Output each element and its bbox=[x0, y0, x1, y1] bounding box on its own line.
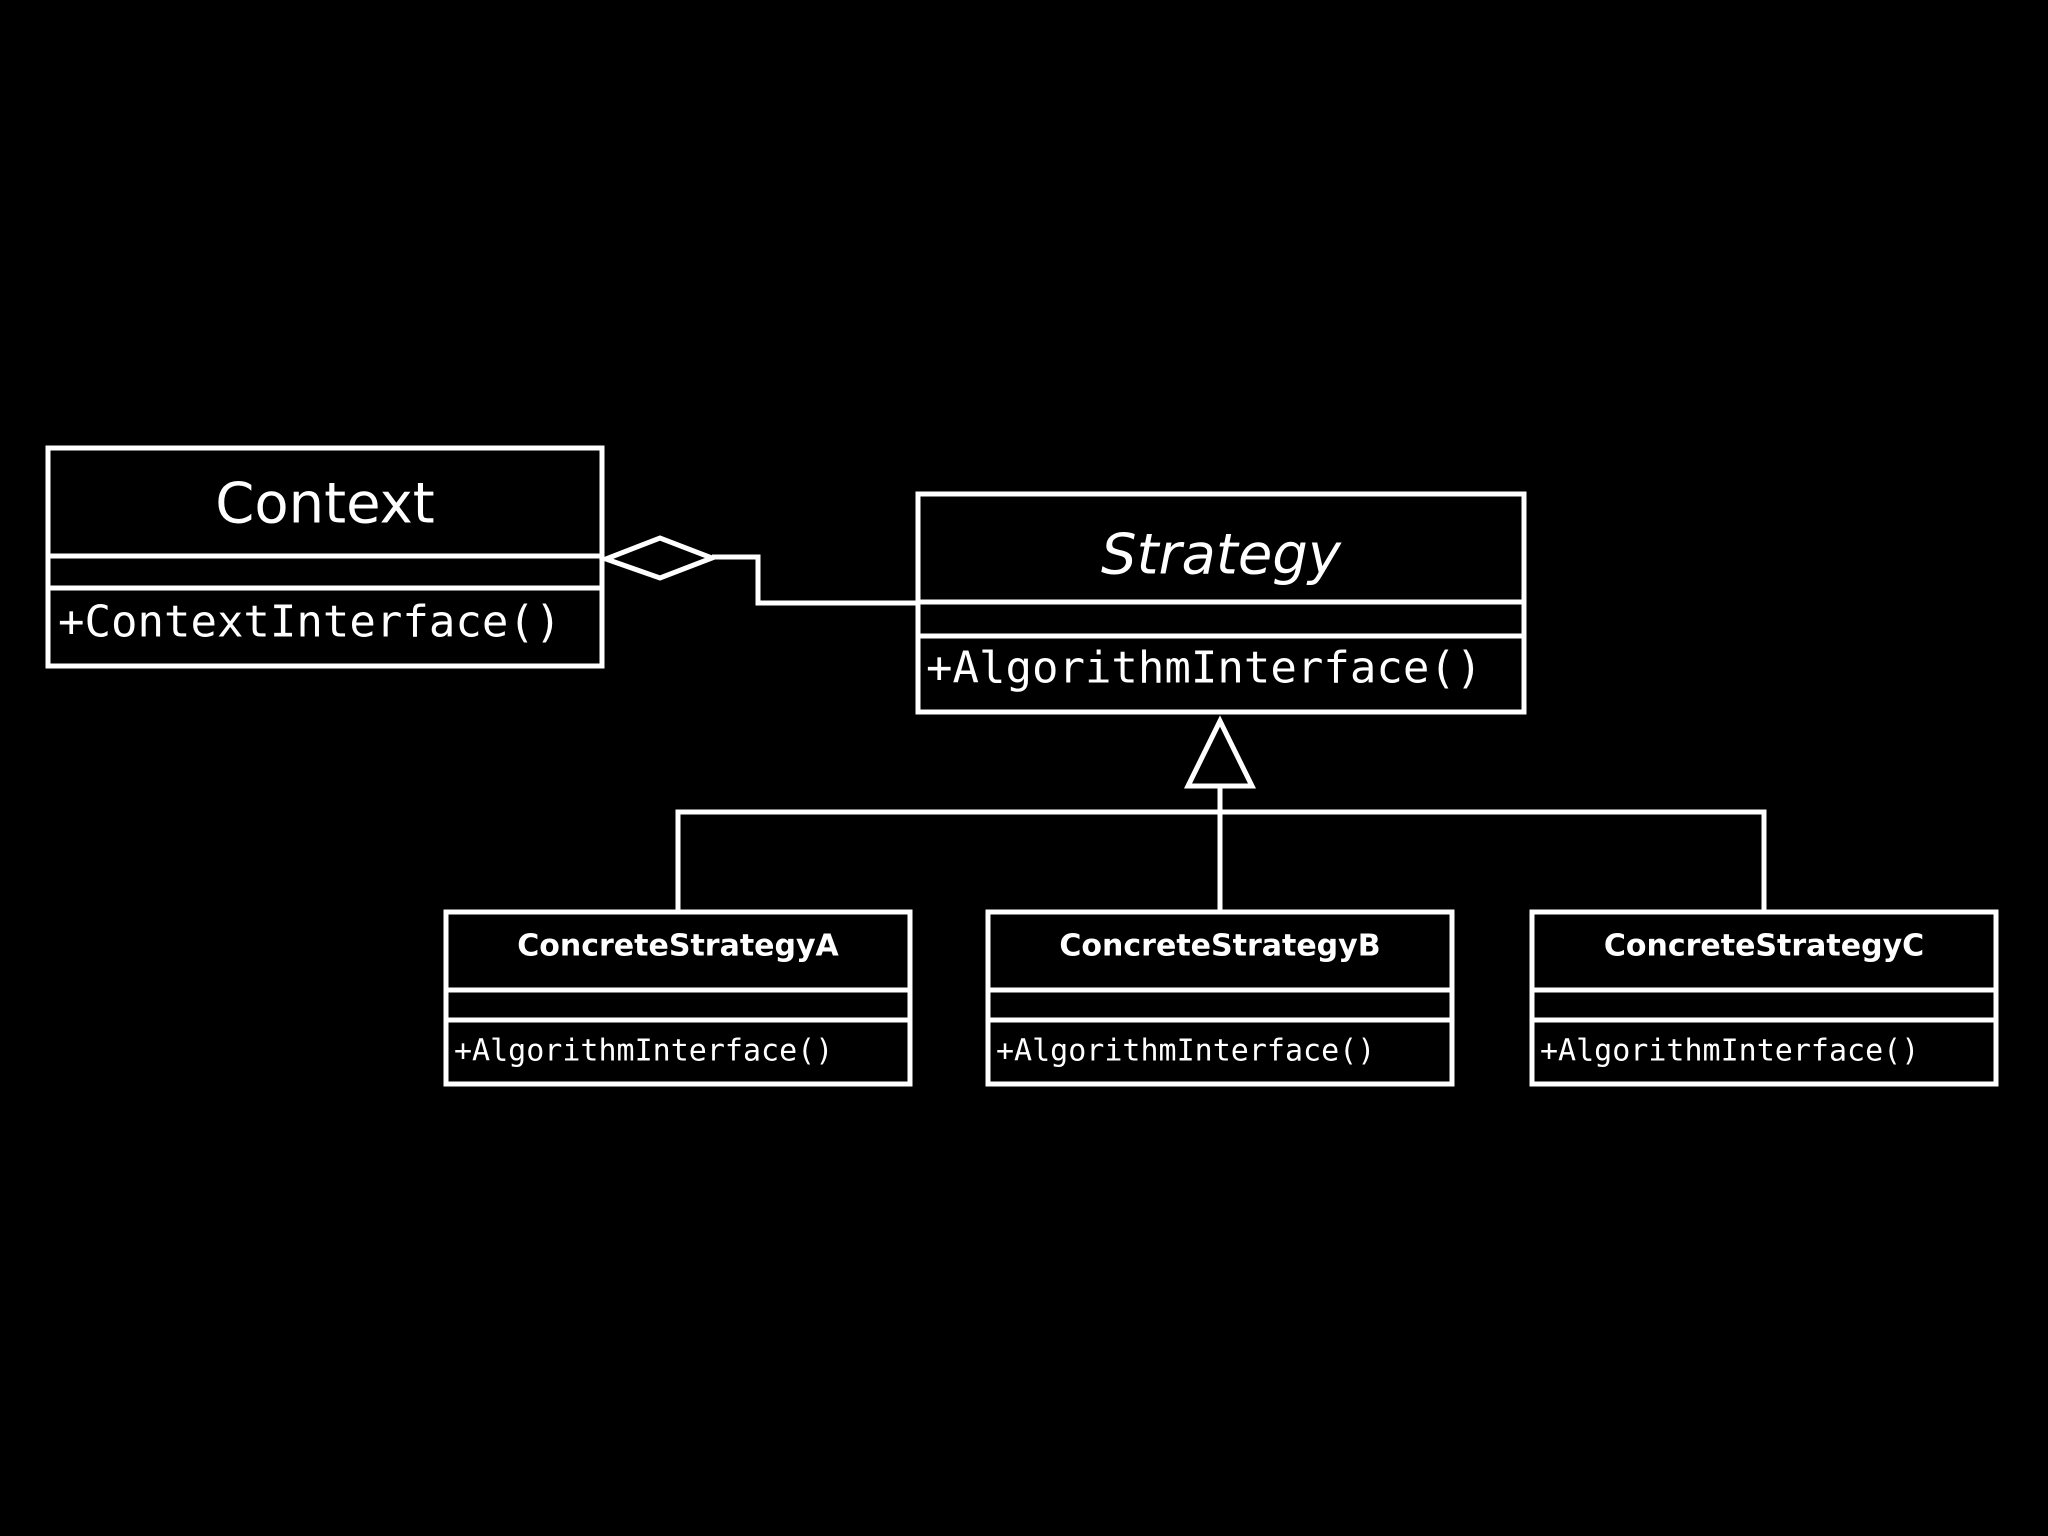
class-concrete-strategy-b: ConcreteStrategyB +AlgorithmInterface() bbox=[985, 909, 1455, 1087]
generalization-triangle bbox=[1183, 715, 1257, 789]
class-context: Context +ContextInterface() bbox=[45, 445, 605, 669]
class-concrete-strategy-b-box bbox=[985, 909, 1455, 1087]
aggregation-diamond bbox=[598, 535, 719, 581]
generalization-connector bbox=[675, 715, 1767, 910]
class-concrete-strategy-c-name: ConcreteStrategyC bbox=[1604, 929, 1924, 964]
class-context-name: Context bbox=[215, 472, 434, 537]
class-strategy-name: Strategy bbox=[1101, 523, 1342, 588]
class-concrete-strategy-c: ConcreteStrategyC +AlgorithmInterface() bbox=[1529, 909, 1999, 1087]
class-concrete-strategy-c-box bbox=[1529, 909, 1999, 1087]
class-strategy-operation: +AlgorithmInterface() bbox=[926, 643, 1482, 694]
class-concrete-strategy-a-operation: +AlgorithmInterface() bbox=[454, 1034, 833, 1069]
class-concrete-strategy-a: ConcreteStrategyA +AlgorithmInterface() bbox=[443, 909, 913, 1087]
class-concrete-strategy-a-name: ConcreteStrategyA bbox=[517, 929, 839, 964]
class-context-operation: +ContextInterface() bbox=[58, 597, 561, 648]
aggregation-connector bbox=[598, 535, 918, 606]
aggregation-line bbox=[712, 554, 918, 606]
class-strategy: Strategy +AlgorithmInterface() bbox=[915, 491, 1527, 715]
class-concrete-strategy-a-box bbox=[443, 909, 913, 1087]
class-concrete-strategy-b-name: ConcreteStrategyB bbox=[1059, 929, 1380, 964]
class-concrete-strategy-c-operation: +AlgorithmInterface() bbox=[1540, 1034, 1919, 1069]
class-concrete-strategy-b-operation: +AlgorithmInterface() bbox=[996, 1034, 1375, 1069]
